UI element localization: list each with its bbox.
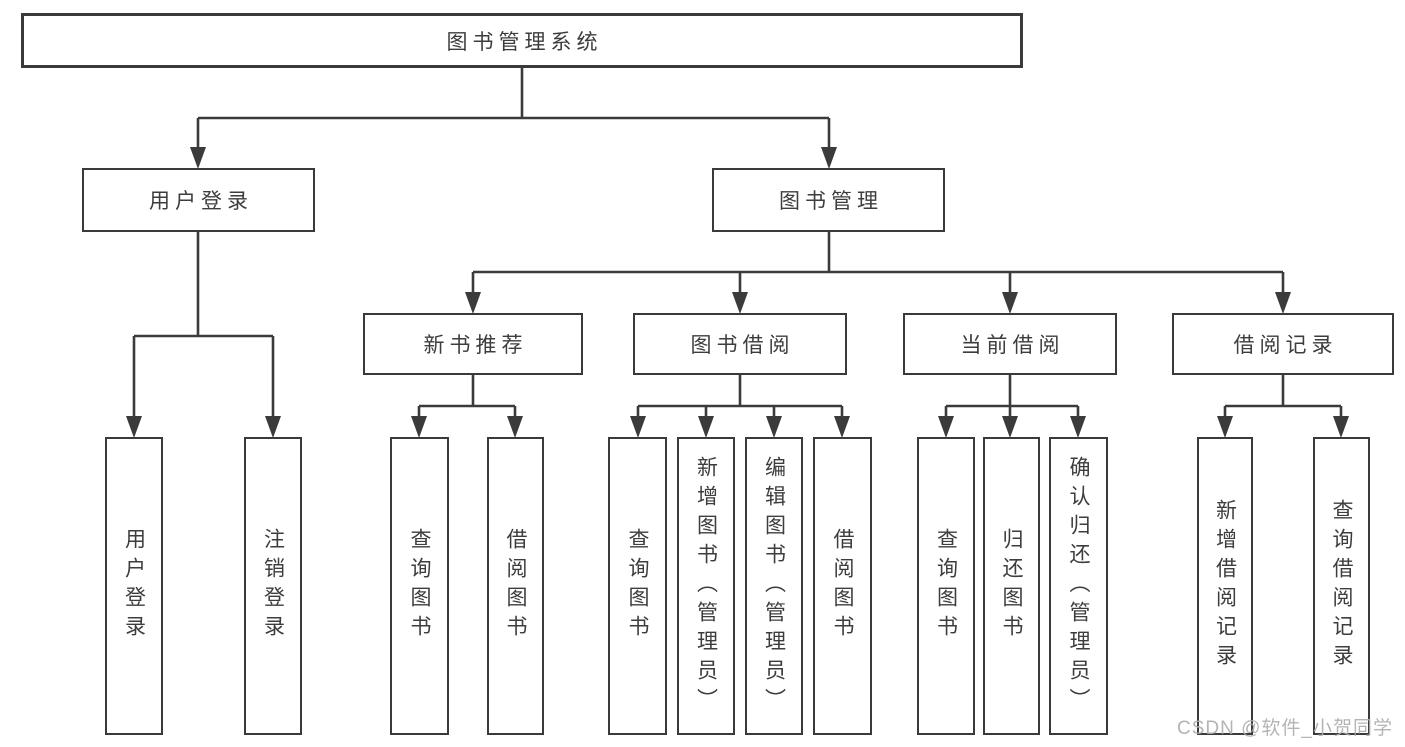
node-leaf-query-borrow-record: 查询借阅记录 — [1313, 437, 1370, 735]
node-leaf-add-borrow-record: 新增借阅记录 — [1197, 437, 1253, 735]
node-leaf-add-books-admin: 新增图书（管理员） — [677, 437, 735, 735]
node-new-book-recommend: 新书推荐 — [363, 313, 583, 375]
node-current-borrowing: 当前借阅 — [903, 313, 1117, 375]
node-book-borrowing: 图书借阅 — [633, 313, 847, 375]
node-leaf-confirm-return-admin: 确认归还（管理员） — [1049, 437, 1108, 735]
node-leaf-query-books-recommend: 查询图书 — [390, 437, 449, 735]
node-book-management: 图书管理 — [712, 168, 945, 232]
node-leaf-logout: 注销登录 — [244, 437, 302, 735]
arrowhead-icons — [126, 147, 1349, 438]
node-leaf-return-books: 归还图书 — [983, 437, 1040, 735]
node-leaf-borrow-books-recommend: 借阅图书 — [487, 437, 544, 735]
connector-stems — [132, 68, 1343, 420]
node-leaf-user-login: 用户登录 — [105, 437, 163, 735]
node-leaf-borrow-books-borrowing: 借阅图书 — [813, 437, 872, 735]
node-library-management-system: 图书管理系统 — [21, 13, 1023, 68]
node-user-login: 用户登录 — [82, 168, 315, 232]
node-leaf-query-books-current: 查询图书 — [917, 437, 975, 735]
node-leaf-query-books-borrowing: 查询图书 — [608, 437, 667, 735]
node-borrowing-records: 借阅记录 — [1172, 313, 1394, 375]
node-leaf-edit-books-admin: 编辑图书（管理员） — [745, 437, 803, 735]
csdn-watermark: CSDN @软件_小贺同学 — [1177, 718, 1393, 739]
